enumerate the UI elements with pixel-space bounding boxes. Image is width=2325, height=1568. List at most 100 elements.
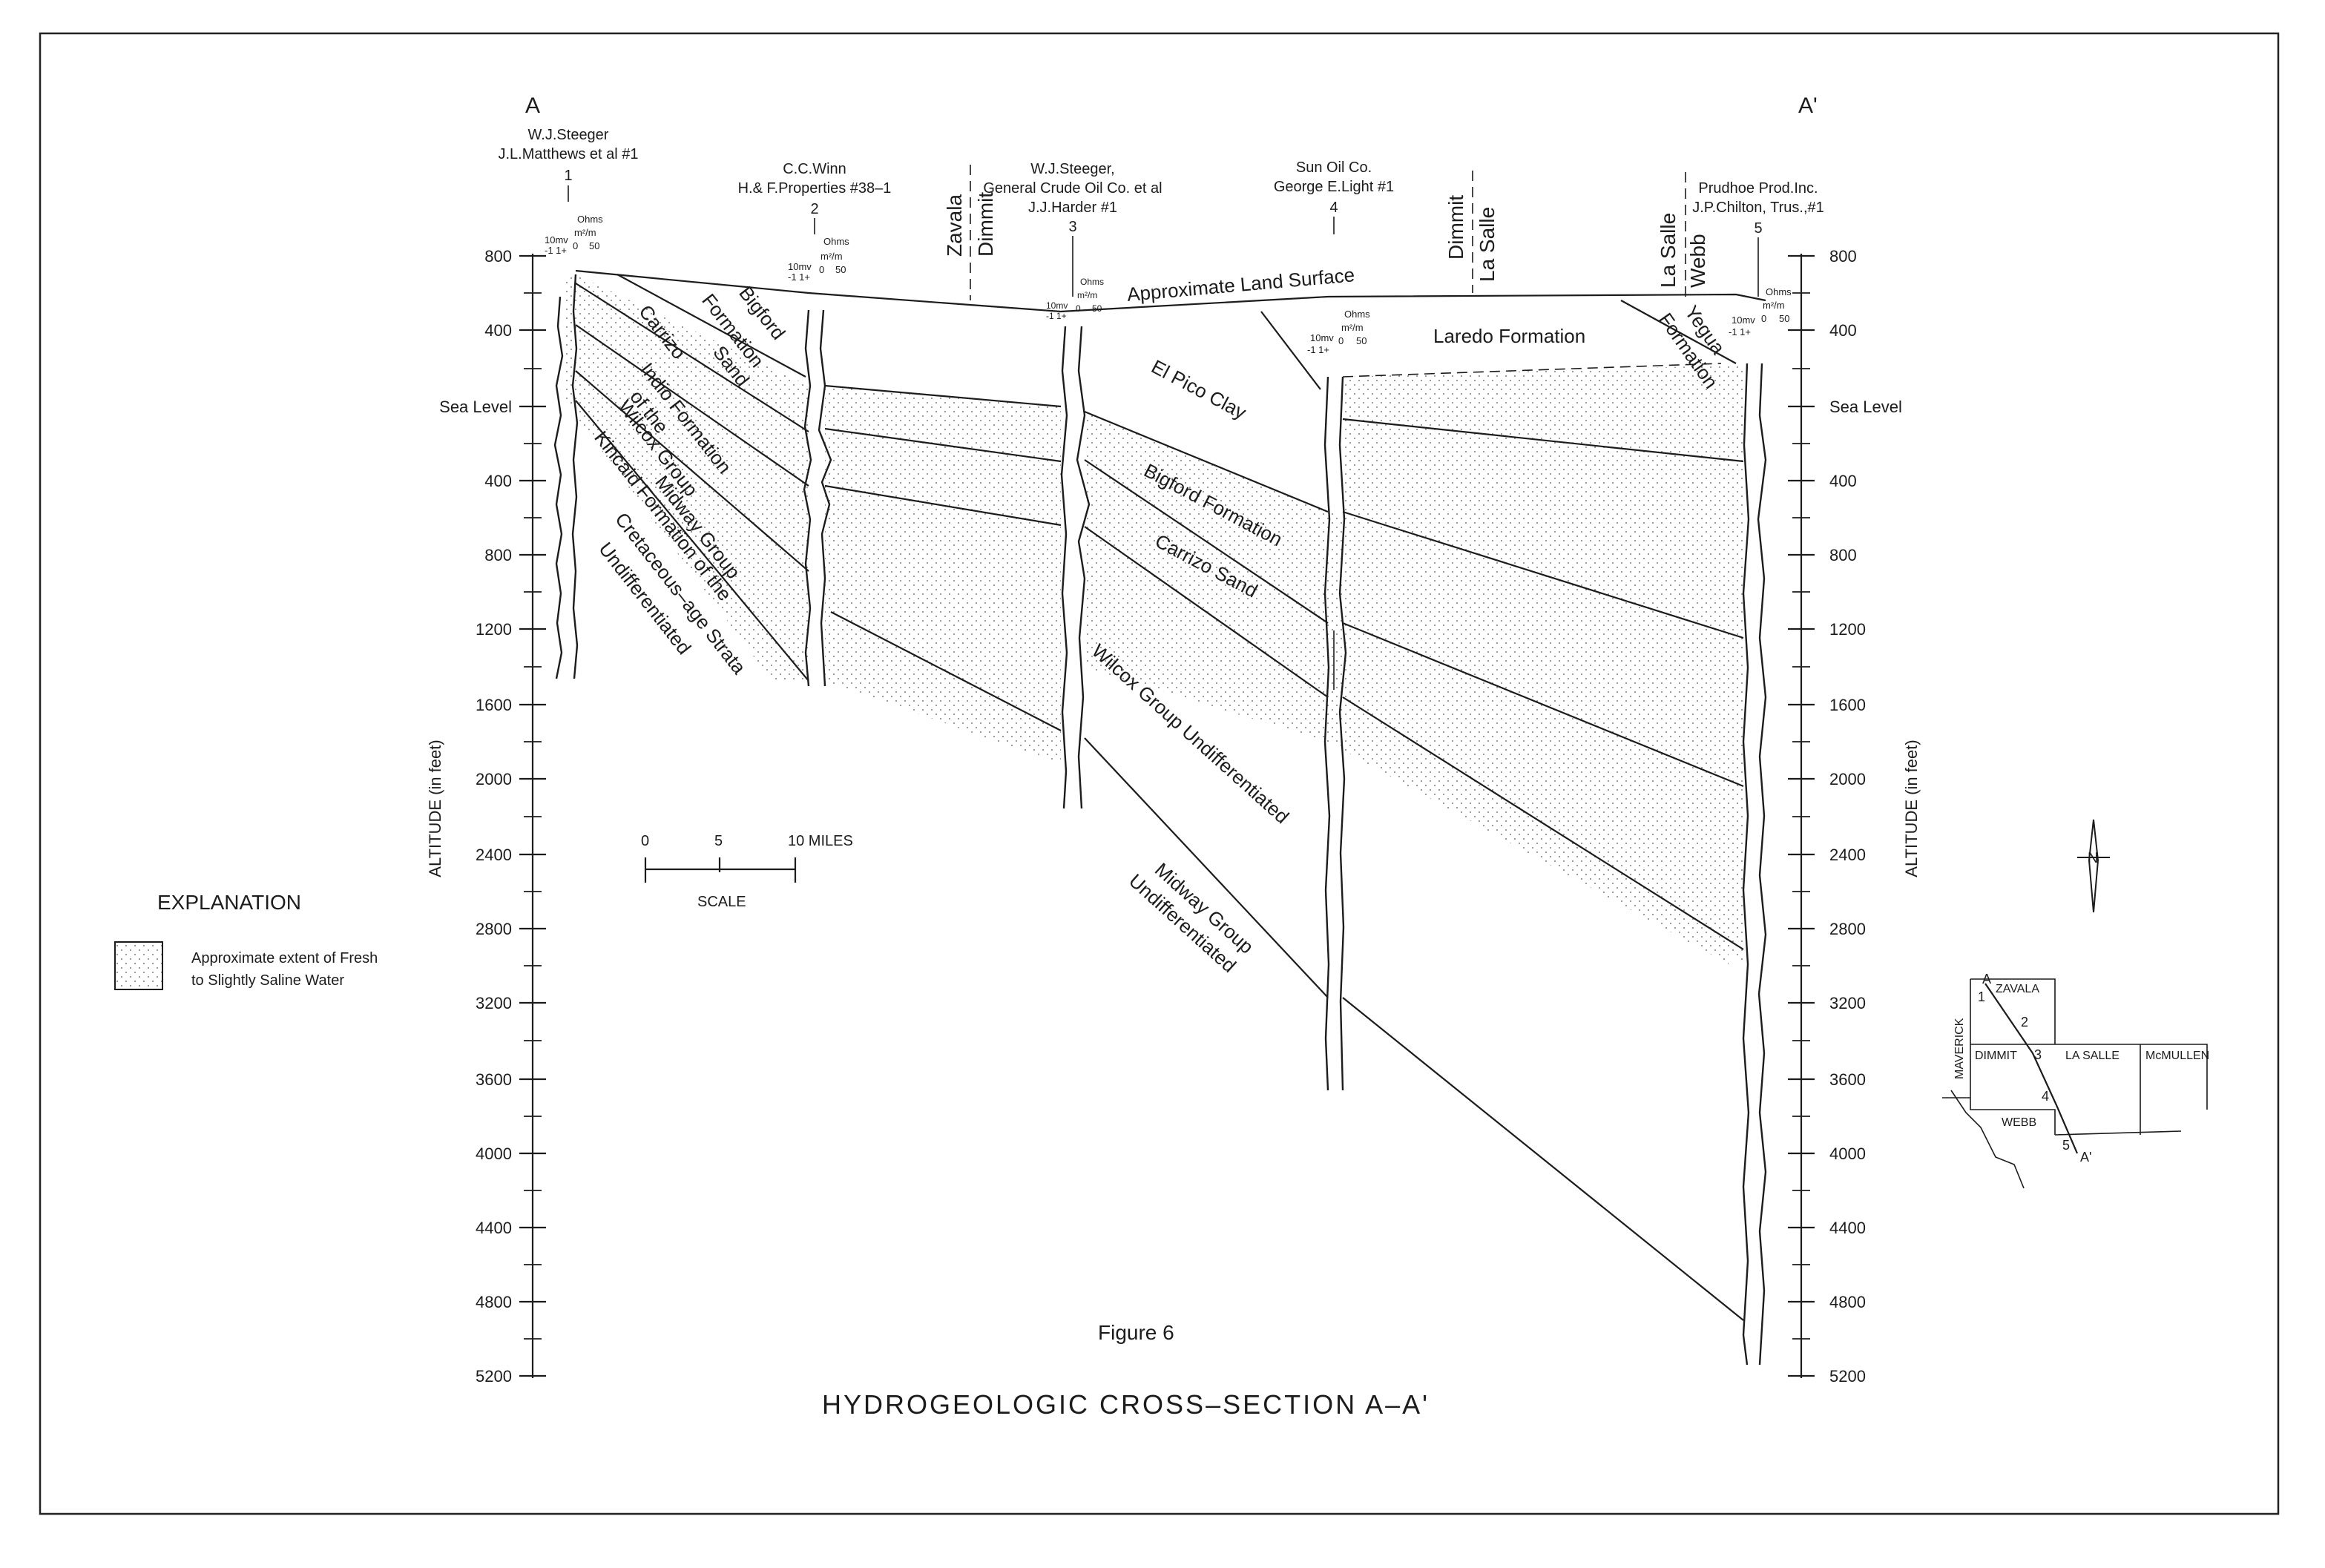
right-tick-5: 1200 (1829, 620, 1866, 639)
map-point-2: 2 (2021, 1015, 2028, 1030)
county-la-salle-2: La Salle (1657, 213, 1680, 288)
well-4-res-0: 0 (1338, 335, 1344, 346)
section-end-a-prime: A' (1798, 93, 1818, 118)
county-zavala: Zavala (943, 194, 966, 257)
right-tick-14: 4800 (1829, 1293, 1866, 1311)
well-5-sp-polarity: -1 1+ (1729, 326, 1751, 337)
scale-label-5: 5 (714, 833, 723, 849)
left-tick-6: 1600 (476, 696, 512, 714)
well-5-number: 5 (1754, 220, 1762, 237)
right-tick-4: 800 (1829, 546, 1857, 564)
county-dimmit-2: Dimmit (1444, 195, 1467, 260)
county-line-zavala-dimmit: Zavala Dimmit (943, 165, 997, 300)
well-1-sp-polarity: -1 1+ (545, 245, 567, 256)
left-tick-7: 2000 (476, 770, 512, 788)
map-la-salle: LA SALLE (2065, 1050, 2120, 1062)
right-tick-9: 2800 (1829, 920, 1866, 938)
land-surface-line (575, 269, 1766, 313)
well-3-operator: W.J.Steeger, (1030, 161, 1114, 177)
well-2-res-0: 0 (819, 264, 824, 275)
well-1-number: 1 (564, 168, 572, 184)
left-tick-10: 3200 (476, 994, 512, 1012)
map-point-a: A (1982, 972, 1991, 986)
figure-title: HYDROGEOLOGIC CROSS–SECTION A–A' (822, 1389, 1430, 1420)
legend: EXPLANATION Approximate extent of Fresh … (114, 891, 378, 990)
well-2-sp-polarity: -1 1+ (788, 271, 810, 283)
right-tick-1: 400 (1829, 321, 1857, 340)
left-tick-13: 4400 (476, 1219, 512, 1237)
left-tick-3: 400 (484, 472, 512, 490)
right-tick-13: 4400 (1829, 1219, 1866, 1237)
scale-label-10: 10 MILES (788, 833, 853, 849)
county-la-salle: La Salle (1476, 207, 1499, 282)
county-line-dimmit-lasalle: Dimmit La Salle (1444, 171, 1499, 293)
well-1-res-unit: Ohms (577, 214, 603, 225)
well-5-res-50: 50 (1779, 313, 1789, 324)
right-tick-3: 400 (1829, 472, 1857, 490)
left-tick-12: 4000 (476, 1144, 512, 1163)
well-4-sp-polarity: -1 1+ (1307, 344, 1329, 355)
well-4-name: George E.Light #1 (1274, 179, 1394, 195)
map-webb: WEBB (2002, 1116, 2036, 1129)
well-header-5: Prudhoe Prod.Inc. J.P.Chilton, Trus.,#1 … (1692, 180, 1824, 337)
well-2-res-unit2: m²/m (821, 251, 843, 262)
well-5-res-0: 0 (1761, 313, 1766, 324)
well-3-res-unit: Ohms (1080, 277, 1104, 287)
left-axis-label: ALTITUDE (in feet) (426, 739, 444, 877)
figure-border (39, 32, 2280, 1515)
well-4-sp-scale: 10mv (1310, 332, 1334, 343)
left-tick-14: 4800 (476, 1293, 512, 1311)
well-4-number: 4 (1329, 200, 1338, 216)
right-tick-0: 800 (1829, 247, 1857, 266)
well-5-operator: Prudhoe Prod.Inc. (1698, 180, 1818, 197)
county-line-lasalle-webb: La Salle Webb (1657, 172, 1709, 297)
legend-text-2: to Slightly Saline Water (191, 972, 344, 989)
map-mcmullen: McMULLEN (2145, 1050, 2209, 1062)
legend-heading: EXPLANATION (157, 891, 301, 914)
right-tick-2: Sea Level (1829, 398, 1902, 416)
map-point-5: 5 (2062, 1138, 2070, 1153)
section-end-a: A (525, 93, 540, 118)
label-laredo-formation: Laredo Formation (1433, 325, 1585, 347)
well-2-operator: C.C.Winn (783, 161, 846, 177)
left-tick-0: 800 (484, 247, 512, 266)
north-label: N (2088, 850, 2098, 866)
well-2-res-50: 50 (835, 264, 846, 275)
well-3-res-0: 0 (1076, 303, 1081, 314)
left-tick-4: 800 (484, 546, 512, 564)
well-2-sp-scale: 10mv (788, 261, 812, 272)
figure-label: Figure 6 (1098, 1321, 1174, 1344)
right-tick-8: 2400 (1829, 846, 1866, 864)
left-tick-2: Sea Level (439, 398, 512, 416)
well-4-res-50: 50 (1356, 335, 1367, 346)
right-tick-12: 4000 (1829, 1144, 1866, 1163)
well-header-1: W.J.Steeger J.L.Matthews et al #1 1 10mv… (499, 127, 639, 256)
fresh-water-zones (565, 274, 1743, 964)
well-5-res-unit2: m²/m (1763, 300, 1785, 311)
well-header-4: Sun Oil Co. George E.Light #1 4 10mv -1 … (1274, 159, 1394, 690)
map-point-4: 4 (2042, 1089, 2049, 1104)
scale-bar: 0 5 10 MILES SCALE (641, 833, 853, 910)
well-4-res-unit: Ohms (1344, 309, 1370, 320)
left-tick-8: 2400 (476, 846, 512, 864)
well-logs (553, 274, 1767, 1366)
formation-boundaries (575, 269, 1766, 1321)
well-3-number: 3 (1068, 219, 1076, 235)
well-1-operator: W.J.Steeger (528, 127, 609, 143)
well-3-name2: J.J.Harder #1 (1028, 200, 1117, 216)
well-5-sp-scale: 10mv (1732, 314, 1755, 326)
map-point-a-prime: A' (2080, 1150, 2091, 1165)
scale-caption: SCALE (697, 894, 746, 910)
well-4-operator: Sun Oil Co. (1296, 159, 1372, 176)
map-zavala: ZAVALA (1996, 983, 2039, 995)
legend-swatch (114, 941, 163, 990)
location-map: ZAVALA MAVERICK DIMMIT LA SALLE McMULLEN… (1942, 972, 2209, 1189)
well-3-res-unit2: m²/m (1077, 290, 1097, 300)
well-header-3: W.J.Steeger, General Crude Oil Co. et al… (983, 161, 1162, 321)
well-1-res-0: 0 (573, 240, 578, 251)
well-1-name: J.L.Matthews et al #1 (499, 146, 639, 162)
well-1-res-50: 50 (589, 240, 599, 251)
well-header-2: C.C.Winn H.& F.Properties #38–1 2 10mv -… (738, 161, 892, 283)
well-5-name: J.P.Chilton, Trus.,#1 (1692, 200, 1824, 216)
